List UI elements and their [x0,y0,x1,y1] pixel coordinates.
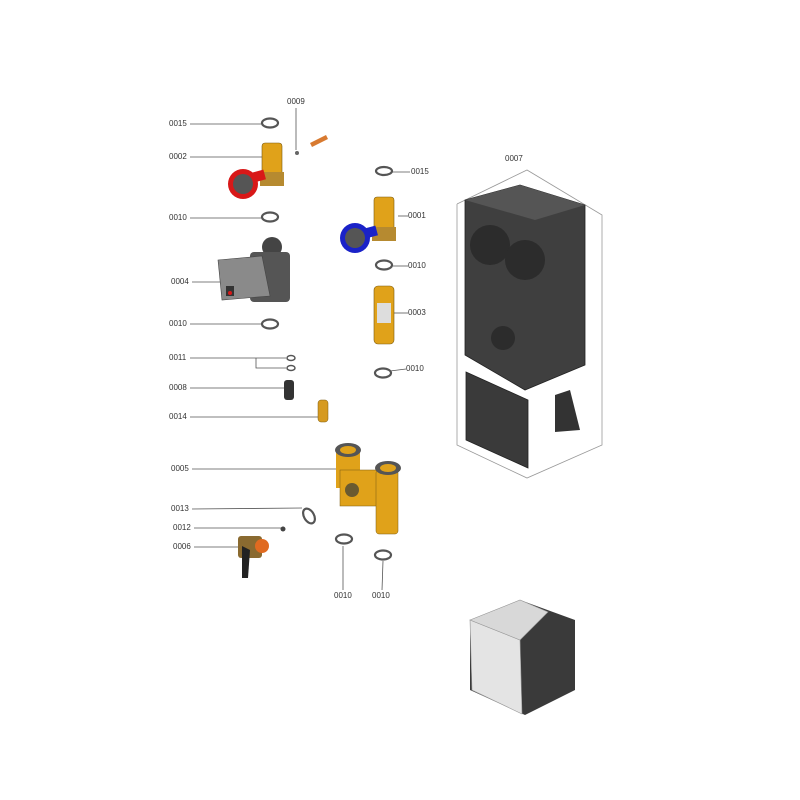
part-label-0010: 0010 [408,261,426,270]
check-valve-part [317,399,329,423]
part-label-0009: 0009 [287,97,305,106]
part-label-0010: 0010 [334,591,352,600]
leader-lines [190,108,603,591]
flow-meter [373,285,395,345]
part-label-0011: 0011 [169,353,187,362]
part-label-0004: 0004 [171,277,189,286]
small-oring-part [295,151,299,155]
part-label-0015: 0015 [169,119,187,128]
part-label-0006: 0006 [173,542,191,551]
part-label-0014: 0014 [169,412,187,421]
part-label-0005: 0005 [171,464,189,473]
mixing-valve-body [335,443,401,535]
part-label-0010: 0010 [372,591,390,600]
part-label-0003: 0003 [408,308,426,317]
air-vent-part [284,380,294,400]
controller-box [469,599,575,715]
part-label-0008: 0008 [169,383,187,392]
part-label-0007: 0007 [505,154,523,163]
part-label-0015: 0015 [411,167,429,176]
circulation-pump [217,237,290,302]
sensor-part [310,135,328,147]
part-label-0001: 0001 [408,211,426,220]
mixing-actuator [238,536,269,578]
part-label-0010: 0010 [169,319,187,328]
screw-part [280,526,286,532]
part-label-0002: 0002 [169,152,187,161]
valve-blue [340,196,396,253]
gasket-rings [260,117,394,561]
part-label-0010: 0010 [169,213,187,222]
part-label-0010: 0010 [406,364,424,373]
insulation-housing [464,184,586,469]
part-label-0013: 0013 [171,504,189,513]
valve-red [228,142,284,199]
part-label-0012: 0012 [173,523,191,532]
